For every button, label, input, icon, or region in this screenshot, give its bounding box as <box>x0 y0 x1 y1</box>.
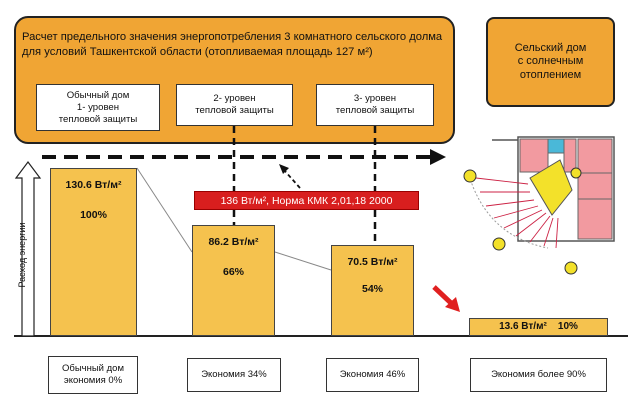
plan-room-4 <box>577 172 613 200</box>
trend-line-1 <box>136 167 193 253</box>
red-arrow-head <box>445 297 460 312</box>
sun-icon-2 <box>492 237 506 251</box>
bottom-label-2-line1: Экономия 46% <box>339 369 406 380</box>
level-1-line2: 1- уровен <box>76 101 120 113</box>
plan-room-2 <box>563 138 577 173</box>
bar-2-value-label: 70.5 Вт/м² <box>347 256 398 268</box>
bar-0-percent-label: 100% <box>80 209 107 221</box>
norm-arrow-head <box>430 149 446 165</box>
level-1-box: Обычный дом 1- уровен тепловой защиты <box>36 84 160 131</box>
energy-axis-arrow <box>14 161 42 337</box>
bottom-label-2: Экономия 46% <box>326 358 419 392</box>
level-3-box: 3- уровен тепловой защиты <box>316 84 434 126</box>
bar-1-value-label: 86.2 Вт/м² <box>208 236 259 248</box>
bar-0: 130.6 Вт/м² 100% <box>50 168 137 336</box>
level-3-line1: 3- уровен <box>353 93 397 104</box>
bottom-label-0: Обычный дом экономия 0% <box>48 356 138 394</box>
level-2-line1: 2- уровен <box>213 93 256 104</box>
sun-icon-3 <box>564 261 578 275</box>
bar-1-percent-label: 66% <box>222 266 244 278</box>
norm-pointer-head <box>279 164 289 174</box>
level-3-line2: тепловой защиты <box>335 105 415 116</box>
energy-axis-label: Расход энергии <box>17 222 27 288</box>
bar-2: 70.5 Вт/м² 54% <box>331 245 414 336</box>
sun-icon-1 <box>463 169 477 183</box>
plan-room-3 <box>577 138 613 174</box>
plan-room-5 <box>577 198 613 240</box>
plan-room-1 <box>519 138 549 173</box>
bottom-label-0-line2: экономия 0% <box>63 375 123 386</box>
solar-house-line1: Сельский дом <box>514 41 587 54</box>
bottom-label-3-line1: Экономия более 90% <box>491 369 586 380</box>
diagram-title: Расчет предельного значения энергопотреб… <box>22 31 443 58</box>
plan-room-bath <box>547 138 565 154</box>
solar-house-box: Сельский дом с солнечным отоплением <box>486 17 615 107</box>
level-2-line2: тепловой защиты <box>195 105 274 116</box>
bar-2-percent-label: 54% <box>361 283 383 295</box>
bar-1: 86.2 Вт/м² 66% <box>192 225 275 336</box>
trend-line-2 <box>274 251 332 271</box>
plan-sunspace <box>529 159 573 216</box>
norm-label: 136 Вт/м², Норма КМК 2,01,18 2000 <box>194 191 419 210</box>
bar-0-value-label: 130.6 Вт/м² <box>65 179 122 191</box>
bottom-label-0-line1: Обычный дом <box>62 363 124 374</box>
level-1-line1: Обычный дом <box>66 89 130 101</box>
norm-pointer-arrow <box>283 169 301 189</box>
red-arrow-shaft <box>432 285 454 306</box>
bar-3-value-text: 13.6 Вт/м² <box>499 321 547 332</box>
level-1-line3: тепловой защиты <box>58 113 138 125</box>
solar-house-plan <box>463 136 615 275</box>
bottom-label-1: Экономия 34% <box>187 358 281 392</box>
level-2-box: 2- уровен тепловой защиты <box>176 84 293 126</box>
bottom-label-3: Экономия более 90% <box>470 358 607 392</box>
bottom-label-1-line1: Экономия 34% <box>201 369 267 380</box>
solar-house-line3: отоплением <box>519 68 582 81</box>
sun-rays <box>475 177 559 249</box>
solar-house-line2: с солнечным <box>517 55 584 68</box>
bar-3-percent-label: 10% <box>557 321 578 332</box>
bar-3-value-label: 13.6 Вт/м² 10% <box>470 321 607 332</box>
sun-icon-4 <box>570 167 582 179</box>
bar-3: 13.6 Вт/м² 10% <box>469 318 608 336</box>
